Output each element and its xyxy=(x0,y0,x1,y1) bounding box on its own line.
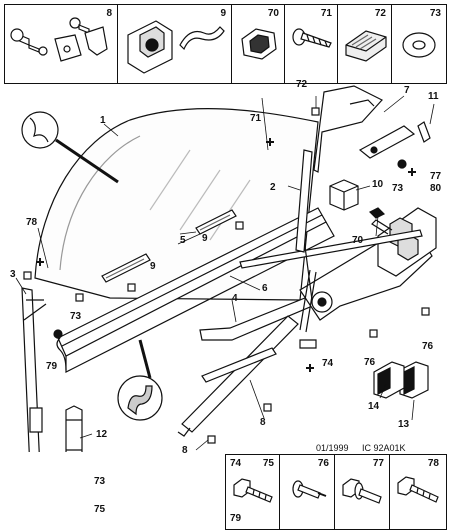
part-cell-73: 73 xyxy=(392,5,446,83)
callout-80: 80 xyxy=(430,183,442,194)
detail-circle-top xyxy=(21,111,59,149)
grommet-icon xyxy=(241,28,277,60)
guide-bar-lower xyxy=(201,347,277,383)
screw-clip-set-icon xyxy=(10,17,108,62)
part-cell-71: 71 xyxy=(285,5,338,83)
callout-9-upper: 9 xyxy=(202,233,208,244)
part-number: 71 xyxy=(320,8,332,19)
exploded-view-drawing xyxy=(15,85,437,452)
callout-76-right: 76 xyxy=(422,341,434,352)
callout-7: 7 xyxy=(404,85,410,96)
rivet-icon xyxy=(292,480,327,499)
washer-icon xyxy=(402,32,436,58)
part-number: 75 xyxy=(262,458,274,469)
callout-8-bottom: 8 xyxy=(182,445,188,456)
callout-10: 10 xyxy=(372,179,384,190)
callout-73-bottom: 73 xyxy=(94,476,106,487)
diagram-date: 01/1999 xyxy=(316,443,349,453)
callout-2: 2 xyxy=(270,182,276,193)
callout-72: 72 xyxy=(296,79,308,90)
callout-73-right: 73 xyxy=(392,183,404,194)
parts-strip-top: 8 9 70 xyxy=(4,4,447,84)
part-number: 72 xyxy=(374,8,386,19)
callout-4: 4 xyxy=(232,293,238,304)
callout-70: 70 xyxy=(352,235,364,246)
callout-77: 77 xyxy=(430,171,442,182)
part-cell-70: 70 xyxy=(232,5,285,83)
part-cell-8: 8 xyxy=(5,5,118,83)
callout-75: 75 xyxy=(94,504,106,515)
parts-strip-bottom: 74 75 79 76 77 xyxy=(225,454,447,530)
callout-78: 78 xyxy=(26,217,38,228)
callout-13: 13 xyxy=(398,419,410,430)
part-number: 78 xyxy=(427,458,439,469)
part-cell-72: 72 xyxy=(338,5,392,83)
callout-79: 79 xyxy=(46,361,58,372)
callout-6: 6 xyxy=(262,283,268,294)
part-number: 74 xyxy=(230,458,242,469)
part-number: 70 xyxy=(267,8,279,19)
part-number: 8 xyxy=(106,8,112,19)
upper-regulator-rail xyxy=(239,229,423,269)
part-cell-76: 76 xyxy=(280,455,335,529)
part-number: 73 xyxy=(429,8,441,19)
screw-icon xyxy=(397,476,439,503)
diagram-code: IC 92A01K xyxy=(362,443,406,453)
callout-9-lower: 9 xyxy=(150,261,156,272)
callout-71: 71 xyxy=(250,113,262,124)
callout-8-lower: 8 xyxy=(260,417,266,428)
window-guide-clip-icon xyxy=(127,20,225,74)
hex-bolt-icon xyxy=(233,478,273,503)
callout-3: 3 xyxy=(10,269,16,280)
callout-74: 74 xyxy=(322,358,334,369)
part-cell-74-75-79: 74 75 79 xyxy=(226,455,280,529)
part-number: 9 xyxy=(220,8,226,19)
part-cell-9: 9 xyxy=(118,5,232,83)
bracket-12 xyxy=(65,405,83,452)
callout-1: 1 xyxy=(100,115,106,126)
part-cell-77: 77 xyxy=(335,455,390,529)
callout-76-middle: 76 xyxy=(364,357,376,368)
callout-12: 12 xyxy=(96,429,108,440)
callout-73-left: 73 xyxy=(70,311,82,322)
flange-bolt-icon xyxy=(342,478,382,504)
part-number: 76 xyxy=(317,458,329,469)
part-number: 79 xyxy=(230,513,242,524)
callout-11: 11 xyxy=(428,91,439,102)
part-cell-78: 78 xyxy=(390,455,444,529)
callout-14: 14 xyxy=(368,401,380,412)
self-tapping-screw-icon xyxy=(292,28,332,48)
window-glass xyxy=(34,108,319,301)
callout-5: 5 xyxy=(180,235,186,246)
upper-bracket xyxy=(313,85,383,173)
stop-pad-icon xyxy=(345,30,387,62)
part-number: 77 xyxy=(372,458,384,469)
